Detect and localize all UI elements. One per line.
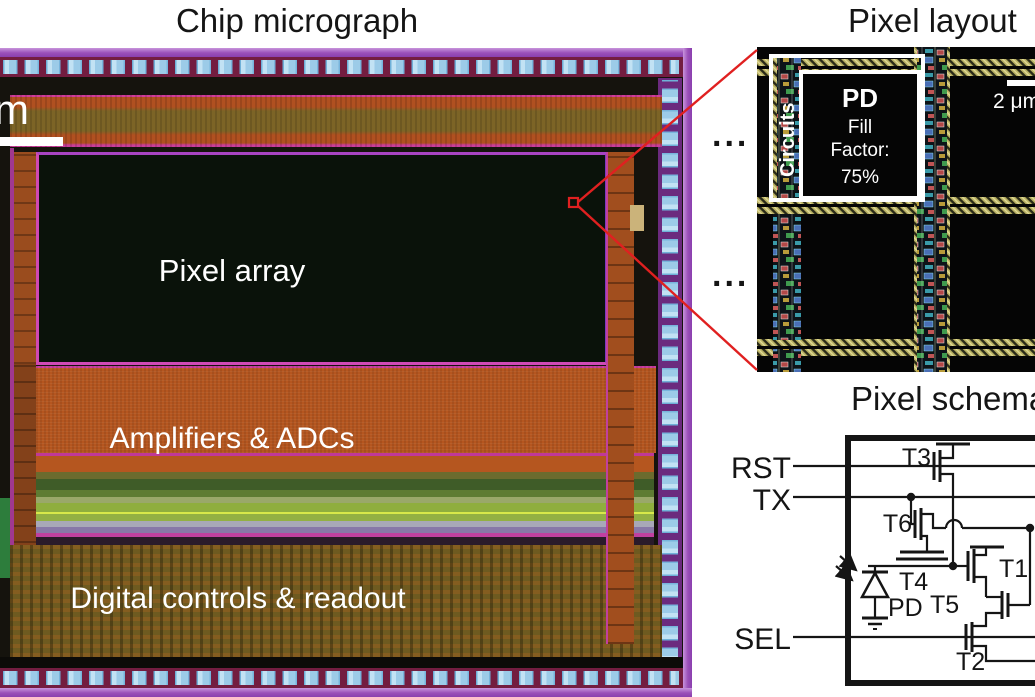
pd-fill-line2: Factor: <box>830 140 889 161</box>
digital-label: Digital controls & readout <box>70 582 406 615</box>
light-arrows-icon <box>834 553 858 582</box>
t2-label: T2 <box>956 648 985 676</box>
t3-label: T3 <box>902 444 931 472</box>
micrograph-scale-label: m <box>0 86 29 133</box>
transistor-t2 <box>964 622 1035 663</box>
amplifiers-region <box>36 366 656 453</box>
pd-label: PD <box>842 83 878 113</box>
top-pads <box>3 60 679 74</box>
die-frame-bottom <box>0 688 692 697</box>
pd-symbol-label: PD <box>888 594 923 622</box>
die-frame-top <box>0 48 692 57</box>
t1-label: T1 <box>999 555 1028 583</box>
green-patch <box>0 498 10 578</box>
pd-box <box>799 70 921 200</box>
pixel-layout-title: Pixel layout <box>848 2 1017 39</box>
callout-line-bottom <box>577 205 758 371</box>
micrograph-scale-bar <box>0 137 63 146</box>
layout-circuit-columns <box>773 47 950 372</box>
callout-line-top <box>577 49 758 203</box>
t4-label: T4 <box>899 568 928 596</box>
top-pad-row <box>0 57 683 77</box>
digital-region <box>10 545 662 657</box>
tx-label: TX <box>753 484 791 517</box>
pd-fill-line1: Fill <box>848 117 872 138</box>
right-pads <box>662 80 678 662</box>
right-segmented-column <box>606 152 634 644</box>
pixel-layout-panel: PD Fill Factor: 75% Circuits 2 μm ... ..… <box>712 47 1035 372</box>
transistor-t1 <box>953 545 1004 597</box>
pixel-array-label: Pixel array <box>158 253 306 288</box>
amplifiers-label: Amplifiers & ADCs <box>109 422 355 455</box>
stripe-band-region <box>36 453 654 545</box>
pixel-schematic: RST TX SEL T3 T6 T4 PD T5 T1 T2 <box>731 435 1035 686</box>
bottom-pads <box>3 671 679 685</box>
bottom-pad-row <box>0 668 683 688</box>
callout-square <box>567 196 580 209</box>
circuits-label: Circuits <box>777 103 799 177</box>
pd-fill-line3: 75% <box>841 167 879 188</box>
pixel-array-region <box>36 152 609 365</box>
transistor-t5 <box>972 528 1032 628</box>
sel-label: SEL <box>734 623 791 656</box>
chip-micrograph-title: Chip micrograph <box>175 2 419 39</box>
t5-label: T5 <box>930 591 959 619</box>
right-tan-block <box>630 205 644 231</box>
row-ellipsis-1: ... <box>712 116 749 154</box>
transistor-t6 <box>909 497 1030 552</box>
left-magenta-line <box>10 148 14 655</box>
row-ellipsis-2: ... <box>712 256 749 294</box>
bottom-dark-band <box>0 657 683 668</box>
transistor-t3 <box>932 442 970 566</box>
ground-symbol <box>862 616 888 630</box>
die-frame-right <box>683 48 692 697</box>
layout-scale-label: 2 μm <box>993 90 1035 113</box>
photodiode-symbol <box>859 566 891 618</box>
node-dots <box>906 492 1035 571</box>
t6-label: T6 <box>883 510 912 538</box>
schematic-labels: RST TX SEL T3 T6 T4 PD T5 T1 T2 <box>731 444 1028 676</box>
top-circuit-band <box>10 95 662 147</box>
pixel-schematic-title: Pixel schematic <box>851 380 1035 417</box>
layout-scale-bar <box>1007 80 1035 86</box>
transistor-t4 <box>868 550 953 568</box>
row-driver-column <box>14 152 36 364</box>
right-pad-column <box>658 78 682 664</box>
rst-label: RST <box>731 452 791 485</box>
zoom-callout <box>567 49 758 371</box>
